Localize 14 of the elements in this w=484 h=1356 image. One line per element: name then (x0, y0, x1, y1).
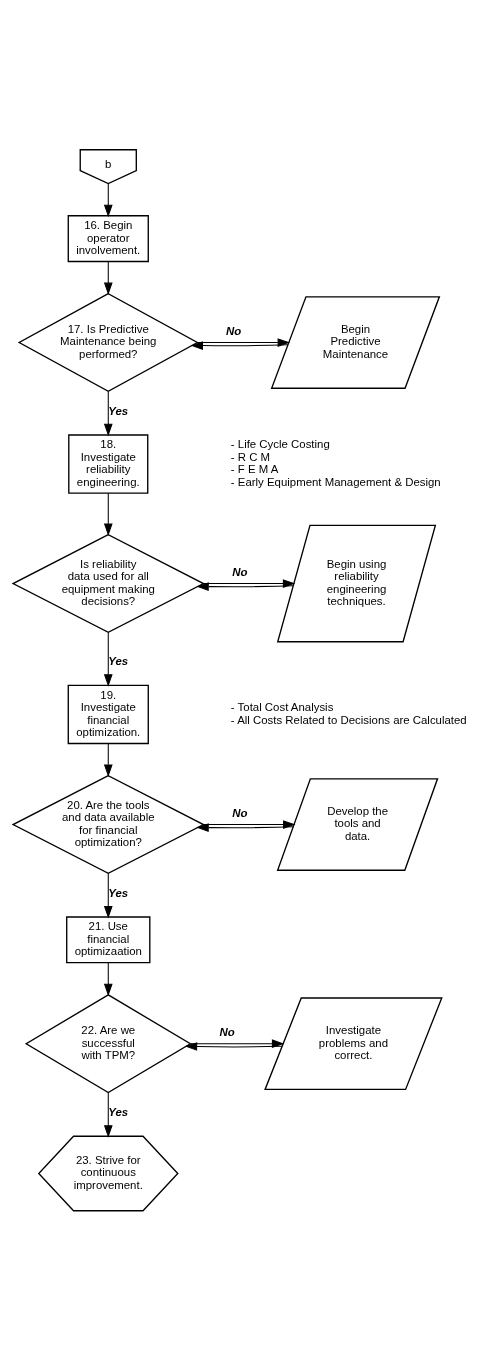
edge-label: No (231, 565, 248, 578)
edge-label: No (225, 324, 241, 337)
node-label: - Life Cycle Costing (230, 437, 330, 450)
edge-label: No (231, 806, 248, 819)
node-label: - Early Equipment Management & Design (230, 475, 441, 488)
edge-label: Yes (107, 1105, 128, 1118)
node-label: - All Costs Related to Decisions are Calculated (230, 713, 467, 726)
node-label: - F E M A (230, 462, 278, 475)
node-label: - R C M (230, 450, 270, 463)
edge-label: Yes (107, 886, 128, 899)
edge-label: Yes (107, 404, 128, 417)
edge-label: Yes (107, 654, 128, 667)
node-label: - Total Cost Analysis (230, 700, 333, 713)
edge-label: No (218, 1025, 235, 1038)
